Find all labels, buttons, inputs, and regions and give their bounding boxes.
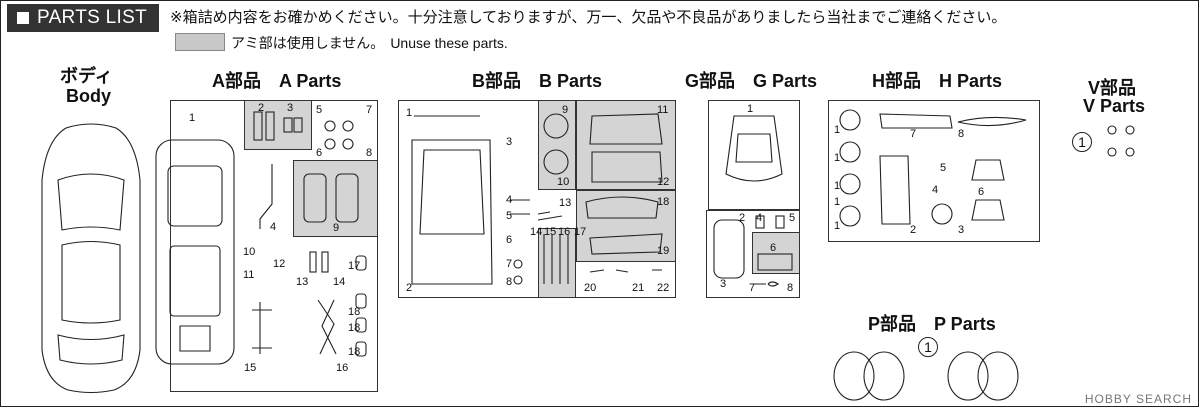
g-num: 3: [720, 278, 727, 290]
b-num: 22: [657, 282, 670, 294]
body-title-en: Body: [66, 86, 111, 106]
g-num: 7: [749, 282, 756, 294]
h-num: 2: [910, 224, 917, 236]
a-num: 9: [333, 222, 340, 234]
v-circle-number: 1: [1072, 132, 1092, 152]
g-parts-sprue-top: [708, 100, 800, 210]
h-num: 1: [834, 180, 841, 192]
a-num: 18: [348, 322, 361, 334]
body-title-ja: ボディ: [60, 66, 113, 86]
header-square-icon: [17, 12, 29, 24]
b-num: 3: [506, 136, 513, 148]
b-num: 20: [584, 282, 597, 294]
g-num: 6: [770, 242, 777, 254]
b-unused-18-19: [576, 190, 676, 262]
g-num: 4: [756, 212, 763, 224]
a-chassis-drawing: [155, 139, 235, 365]
unused-note-en: Unuse these parts.: [390, 35, 508, 51]
b-num: 11: [657, 104, 669, 116]
v-parts-title-ja: V部品: [1088, 78, 1137, 98]
h-num: 1: [834, 152, 841, 164]
b-num: 12: [657, 176, 670, 188]
b-num: 15: [544, 226, 557, 238]
v-parts-title-en: V Parts: [1083, 96, 1146, 116]
watermark: HOBBY SEARCH: [1084, 392, 1192, 406]
a-num: 18: [348, 306, 361, 318]
g-num: 5: [789, 212, 796, 224]
b-unused-9-10: [538, 100, 576, 190]
b-num: 21: [632, 282, 645, 294]
g-parts-drawing: [713, 115, 793, 287]
g-num: 1: [747, 103, 754, 115]
unused-note-ja: アミ部は使用しません。: [231, 36, 385, 52]
h-num: 1: [834, 124, 841, 136]
a-num: 10: [243, 246, 256, 258]
a-num: 17: [348, 260, 361, 272]
b-num: 16: [558, 226, 571, 238]
b-num: 4: [506, 194, 513, 206]
a-num: 14: [333, 276, 346, 288]
header-title: PARTS LIST: [37, 7, 147, 28]
body-drawing: [41, 123, 141, 394]
a-unused-area: [244, 100, 312, 150]
h-num: 8: [958, 128, 965, 140]
a-num: 3: [287, 102, 294, 114]
g-num: 8: [787, 282, 794, 294]
a-num: 5: [316, 104, 323, 116]
b-parts-drawing: [411, 113, 663, 285]
b-num: 5: [506, 210, 513, 222]
p-tires-drawing: [833, 351, 1019, 401]
a-num: 6: [316, 147, 323, 159]
contents-notice: ※箱詰め内容をお確かめください。十分注意しておりますが、万一、欠品や不良品があり…: [170, 8, 1007, 26]
b-num: 13: [559, 197, 572, 209]
b-num: 6: [506, 234, 513, 246]
h-parts-title: H部品 H Parts: [872, 71, 1003, 91]
a-num: 1: [189, 112, 196, 124]
b-parts-title: B部品 B Parts: [472, 71, 603, 91]
h-num: 1: [834, 196, 841, 208]
g-num: 2: [739, 212, 746, 224]
h-parts-sprue: [828, 100, 1040, 242]
a-num: 15: [244, 362, 257, 374]
b-num: 10: [557, 176, 570, 188]
a-num: 7: [366, 104, 373, 116]
a-num: 8: [366, 147, 373, 159]
a-num: 18: [348, 346, 361, 358]
b-num: 18: [657, 196, 670, 208]
gray-swatch: [175, 33, 225, 51]
b-num: 2: [406, 282, 413, 294]
h-num: 3: [958, 224, 965, 236]
b-num: 7: [506, 258, 513, 270]
h-num: 7: [910, 128, 917, 140]
a-num: 4: [270, 221, 277, 233]
a-parts-title: A部品 A Parts: [212, 71, 342, 91]
v-parts-drawing: [1107, 125, 1135, 157]
p-circle-number: 1: [918, 337, 938, 357]
p-parts-title: P部品 P Parts: [868, 314, 996, 334]
h-num: 6: [978, 186, 985, 198]
a-small-parts-drawing: [252, 111, 367, 357]
h-parts-drawing: [839, 109, 1027, 227]
h-num: 4: [932, 184, 939, 196]
b-num: 8: [506, 276, 513, 288]
parts-list-header: PARTS LIST: [7, 4, 159, 32]
a-num: 11: [243, 269, 255, 281]
g-parts-title: G部品 G Parts: [685, 71, 818, 91]
b-num: 1: [406, 107, 413, 119]
h-num: 1: [834, 220, 841, 232]
b-num: 19: [657, 245, 670, 257]
b-num: 17: [574, 226, 587, 238]
a-num: 2: [258, 102, 265, 114]
a-num: 12: [273, 258, 286, 270]
h-num: 5: [940, 162, 947, 174]
b-num: 14: [530, 226, 543, 238]
a-num: 13: [296, 276, 309, 288]
b-num: 9: [562, 104, 569, 116]
a-num: 16: [336, 362, 349, 374]
unused-parts-note: アミ部は使用しません。 Unuse these parts.: [175, 33, 508, 53]
